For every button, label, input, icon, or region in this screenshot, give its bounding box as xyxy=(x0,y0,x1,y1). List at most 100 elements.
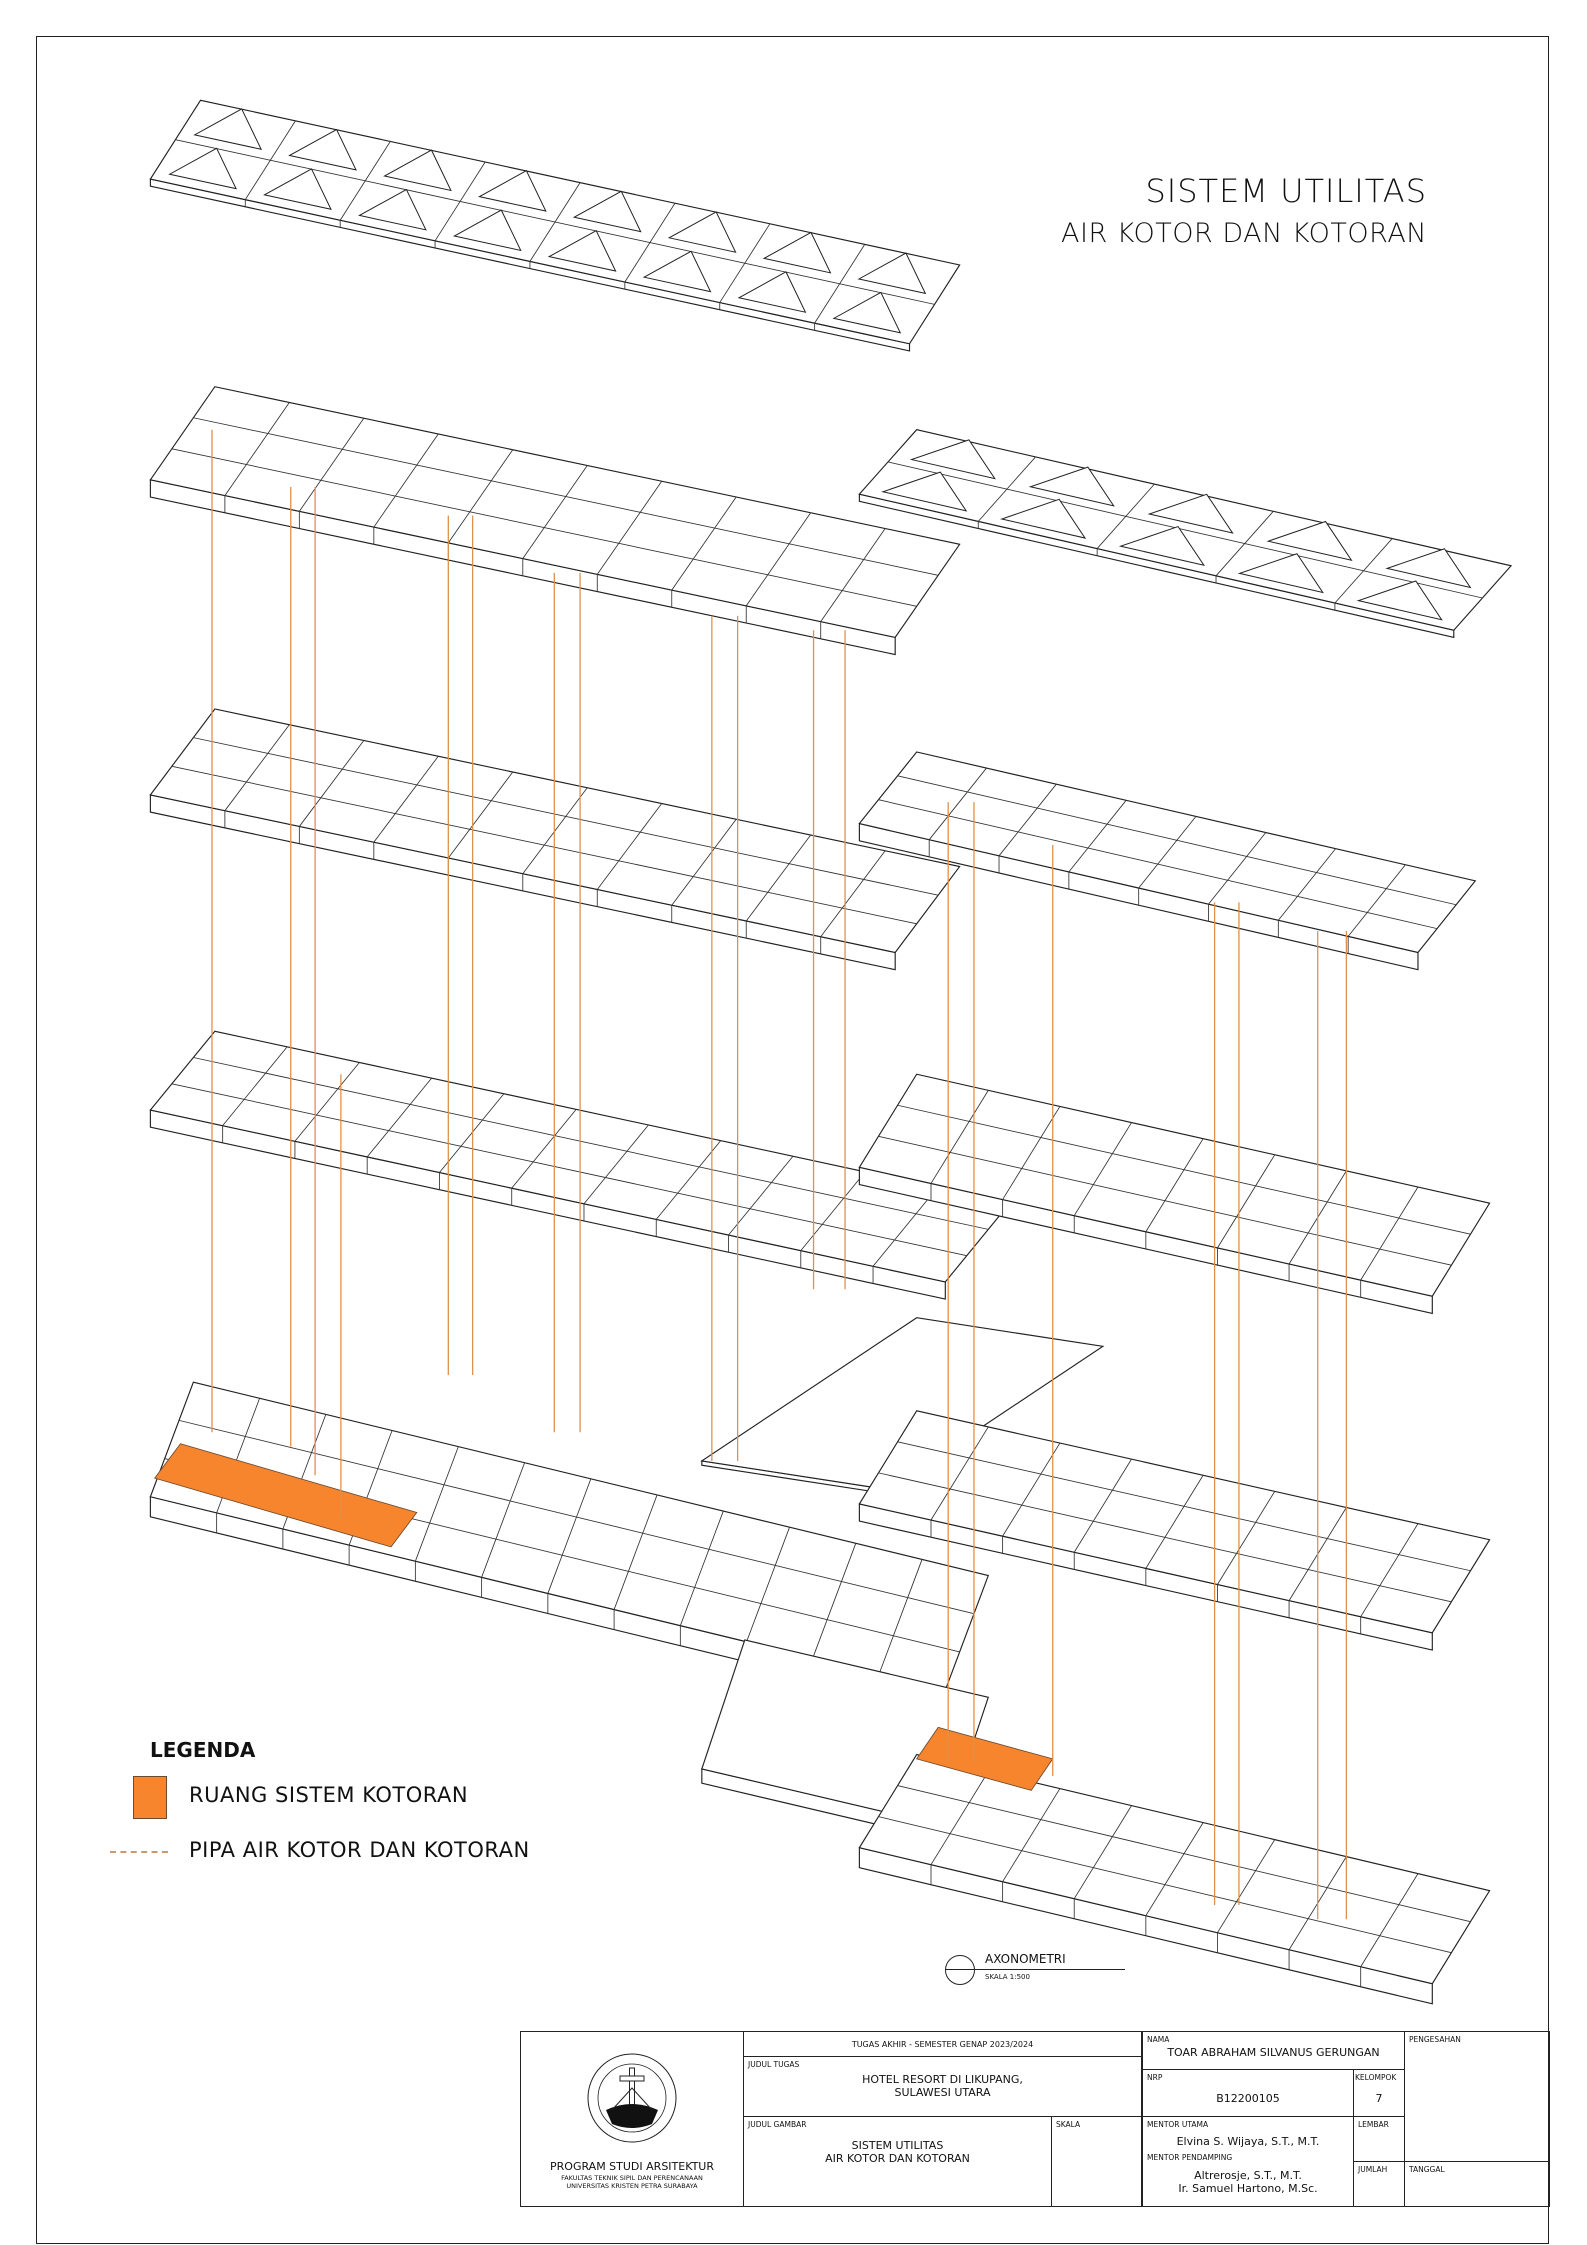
floor-2-right-grid-line xyxy=(878,799,1438,930)
roof-gable xyxy=(547,229,617,272)
ground-right-grid-line xyxy=(1073,1458,1132,1553)
floor-3-left-grid-line xyxy=(171,448,917,607)
floor-1-left-grid-line xyxy=(193,1057,989,1230)
roof-gable xyxy=(999,498,1087,539)
floor-1-left-grid-line xyxy=(439,1093,505,1173)
roof-gable xyxy=(737,271,807,313)
jumlah-cell: JUMLAH xyxy=(1353,2161,1404,2206)
floor-2-left-grid-line xyxy=(447,771,514,859)
floor-1-left-grid-line xyxy=(171,1083,967,1257)
floor-2-right-grid-line xyxy=(1347,864,1406,937)
judul-gambar-label: JUDUL GAMBAR xyxy=(748,2120,807,2129)
floor-2-right-grid-line xyxy=(897,775,1457,906)
sheet-subtitle: AIR KOTOR DAN KOTORAN xyxy=(1061,218,1427,249)
kelompok-cell: KELOMPOK 7 xyxy=(1353,2069,1404,2116)
university-logo-icon xyxy=(587,2053,677,2143)
nama-cell: NAMA TOAR ABRAHAM SILVANUS GERUNGAN xyxy=(1141,2032,1404,2069)
basement-left-grid-line xyxy=(812,1543,857,1659)
floor-2-right-grid-line xyxy=(998,783,1057,857)
ground-right-grid-line xyxy=(1217,1491,1276,1585)
basement-left-grid-line xyxy=(878,1559,923,1675)
basement-left-grid-line xyxy=(746,1527,790,1642)
floor-2-right-grid-line xyxy=(1277,848,1336,921)
floor-2-right-grid-line xyxy=(1138,816,1197,889)
faculty-name: FAKULTAS TEKNIK SIPIL DAN PERENCANAAN xyxy=(561,2174,703,2182)
basement-right-grid-line xyxy=(1360,1873,1419,1967)
floor-2-left-grid-line xyxy=(596,803,663,890)
ground-right-grid-line xyxy=(930,1426,989,1521)
roof-left-grid-line xyxy=(175,139,935,305)
judul-tugas-line2: SULAWESI UTARA xyxy=(894,2086,991,2099)
judul-gambar-line2: AIR KOTOR DAN KOTORAN xyxy=(825,2152,970,2165)
legend-title: LEGENDA xyxy=(150,1738,256,1762)
mentor-pendamping-2: Ir. Samuel Hartono, M.Sc. xyxy=(1178,2182,1318,2195)
pengesahan-cell: PENGESAHAN xyxy=(1404,2032,1549,2161)
floor-1-right-grid-line xyxy=(1145,1138,1204,1233)
floor-3-left-grid-line xyxy=(671,496,737,591)
floor-2-left-grid-line xyxy=(224,724,290,811)
ground-right-grid-line xyxy=(1360,1523,1419,1617)
floor-2-left-grid-line xyxy=(745,834,812,922)
roof-right-grid-line xyxy=(887,461,1483,599)
skala-cell: SKALA xyxy=(1051,2116,1141,2206)
skala-label: SKALA xyxy=(1056,2120,1081,2129)
floor-3-left-grid-line xyxy=(447,449,514,544)
floor-2-left-grid-line xyxy=(299,740,365,827)
judul-tugas-cell: JUDUL TUGAS HOTEL RESORT DI LIKUPANG, SU… xyxy=(743,2056,1141,2116)
floor-3-left-grid-line xyxy=(193,417,939,576)
judul-tugas-line1: HOTEL RESORT DI LIKUPANG, xyxy=(862,2073,1023,2086)
basement-right-grid-line xyxy=(1217,1839,1276,1933)
floor-1-right-grid-line xyxy=(930,1090,989,1184)
tanggal-label: TANGGAL xyxy=(1409,2165,1445,2174)
floor-1-right-grid-line xyxy=(1002,1106,1061,1200)
floor-3-left-grid-line xyxy=(298,417,365,512)
floor-3-left-grid-line xyxy=(373,433,439,528)
basement-right-grid-line xyxy=(878,1816,1452,1954)
floor-2-right-grid-line xyxy=(1068,800,1127,873)
legend-item-pipa: PIPA AIR KOTOR DAN KOTORAN xyxy=(189,1838,530,1862)
legend-orange-swatch xyxy=(133,1776,167,1819)
floor-1-left-grid-line xyxy=(366,1077,432,1158)
mentor-pendamping-1: Altrerosje, S.T., M.T. xyxy=(1194,2169,1302,2182)
nama-value: TOAR ABRAHAM SILVANUS GERUNGAN xyxy=(1167,2046,1380,2059)
floor-1-left-grid-line xyxy=(872,1187,938,1267)
floor-1-left-grid-line xyxy=(294,1062,360,1142)
basement-right-grid-line xyxy=(1002,1788,1061,1882)
logo-cell: PROGRAM STUDI ARSITEKTUR FAKULTAS TEKNIK… xyxy=(521,2032,743,2206)
mentor-pendamping-label: MENTOR PENDAMPING xyxy=(1147,2153,1233,2162)
roof-gable xyxy=(881,471,968,512)
floor-3-left-grid-line xyxy=(820,528,886,622)
floor-3-left-grid-line xyxy=(224,402,290,496)
roof-gable xyxy=(1028,466,1115,507)
basement-left-grid-line xyxy=(481,1462,525,1578)
basement-left-grid-line xyxy=(679,1510,724,1626)
floor-1-right-grid-line xyxy=(1360,1186,1419,1281)
legend-item-ruang: RUANG SISTEM KOTORAN xyxy=(189,1783,469,1807)
view-marker-line xyxy=(945,1969,1125,1970)
nrp-label: NRP xyxy=(1147,2073,1163,2082)
roof-gable xyxy=(1147,493,1234,534)
roof-gable xyxy=(383,149,452,192)
mentor-utama-value: Elvina S. Wijaya, S.T., M.T. xyxy=(1176,2135,1320,2148)
sewage-room-highlight xyxy=(153,1443,418,1548)
roof-gable xyxy=(572,190,642,233)
basement-left-grid-line xyxy=(178,1419,975,1615)
floor-2-left-grid-line xyxy=(820,850,886,937)
floor-3-left-grid-line xyxy=(745,512,812,607)
ground-right-grid-line xyxy=(1002,1442,1061,1537)
floor-1-left-grid-line xyxy=(728,1155,794,1236)
jumlah-label: JUMLAH xyxy=(1358,2165,1388,2174)
mentor-cell: MENTOR UTAMA Elvina S. Wijaya, S.T., M.T… xyxy=(1141,2116,1353,2206)
legend-dashed-line-icon xyxy=(110,1851,168,1853)
kelompok-value: 7 xyxy=(1375,2092,1383,2105)
roof-gable xyxy=(193,108,263,150)
floor-1-left-grid-line xyxy=(222,1046,288,1126)
assignment-header-cell: TUGAS AKHIR - SEMESTER GENAP 2023/2024 xyxy=(743,2032,1141,2056)
floor-1-left-grid-line xyxy=(800,1171,866,1251)
roof-gable xyxy=(667,211,737,253)
roof-gable xyxy=(909,439,996,480)
roof-gable xyxy=(857,252,927,295)
roof-gable xyxy=(1356,580,1443,621)
floor-1-left-grid-line xyxy=(511,1109,577,1189)
floor-3-left-grid-line xyxy=(522,465,588,559)
